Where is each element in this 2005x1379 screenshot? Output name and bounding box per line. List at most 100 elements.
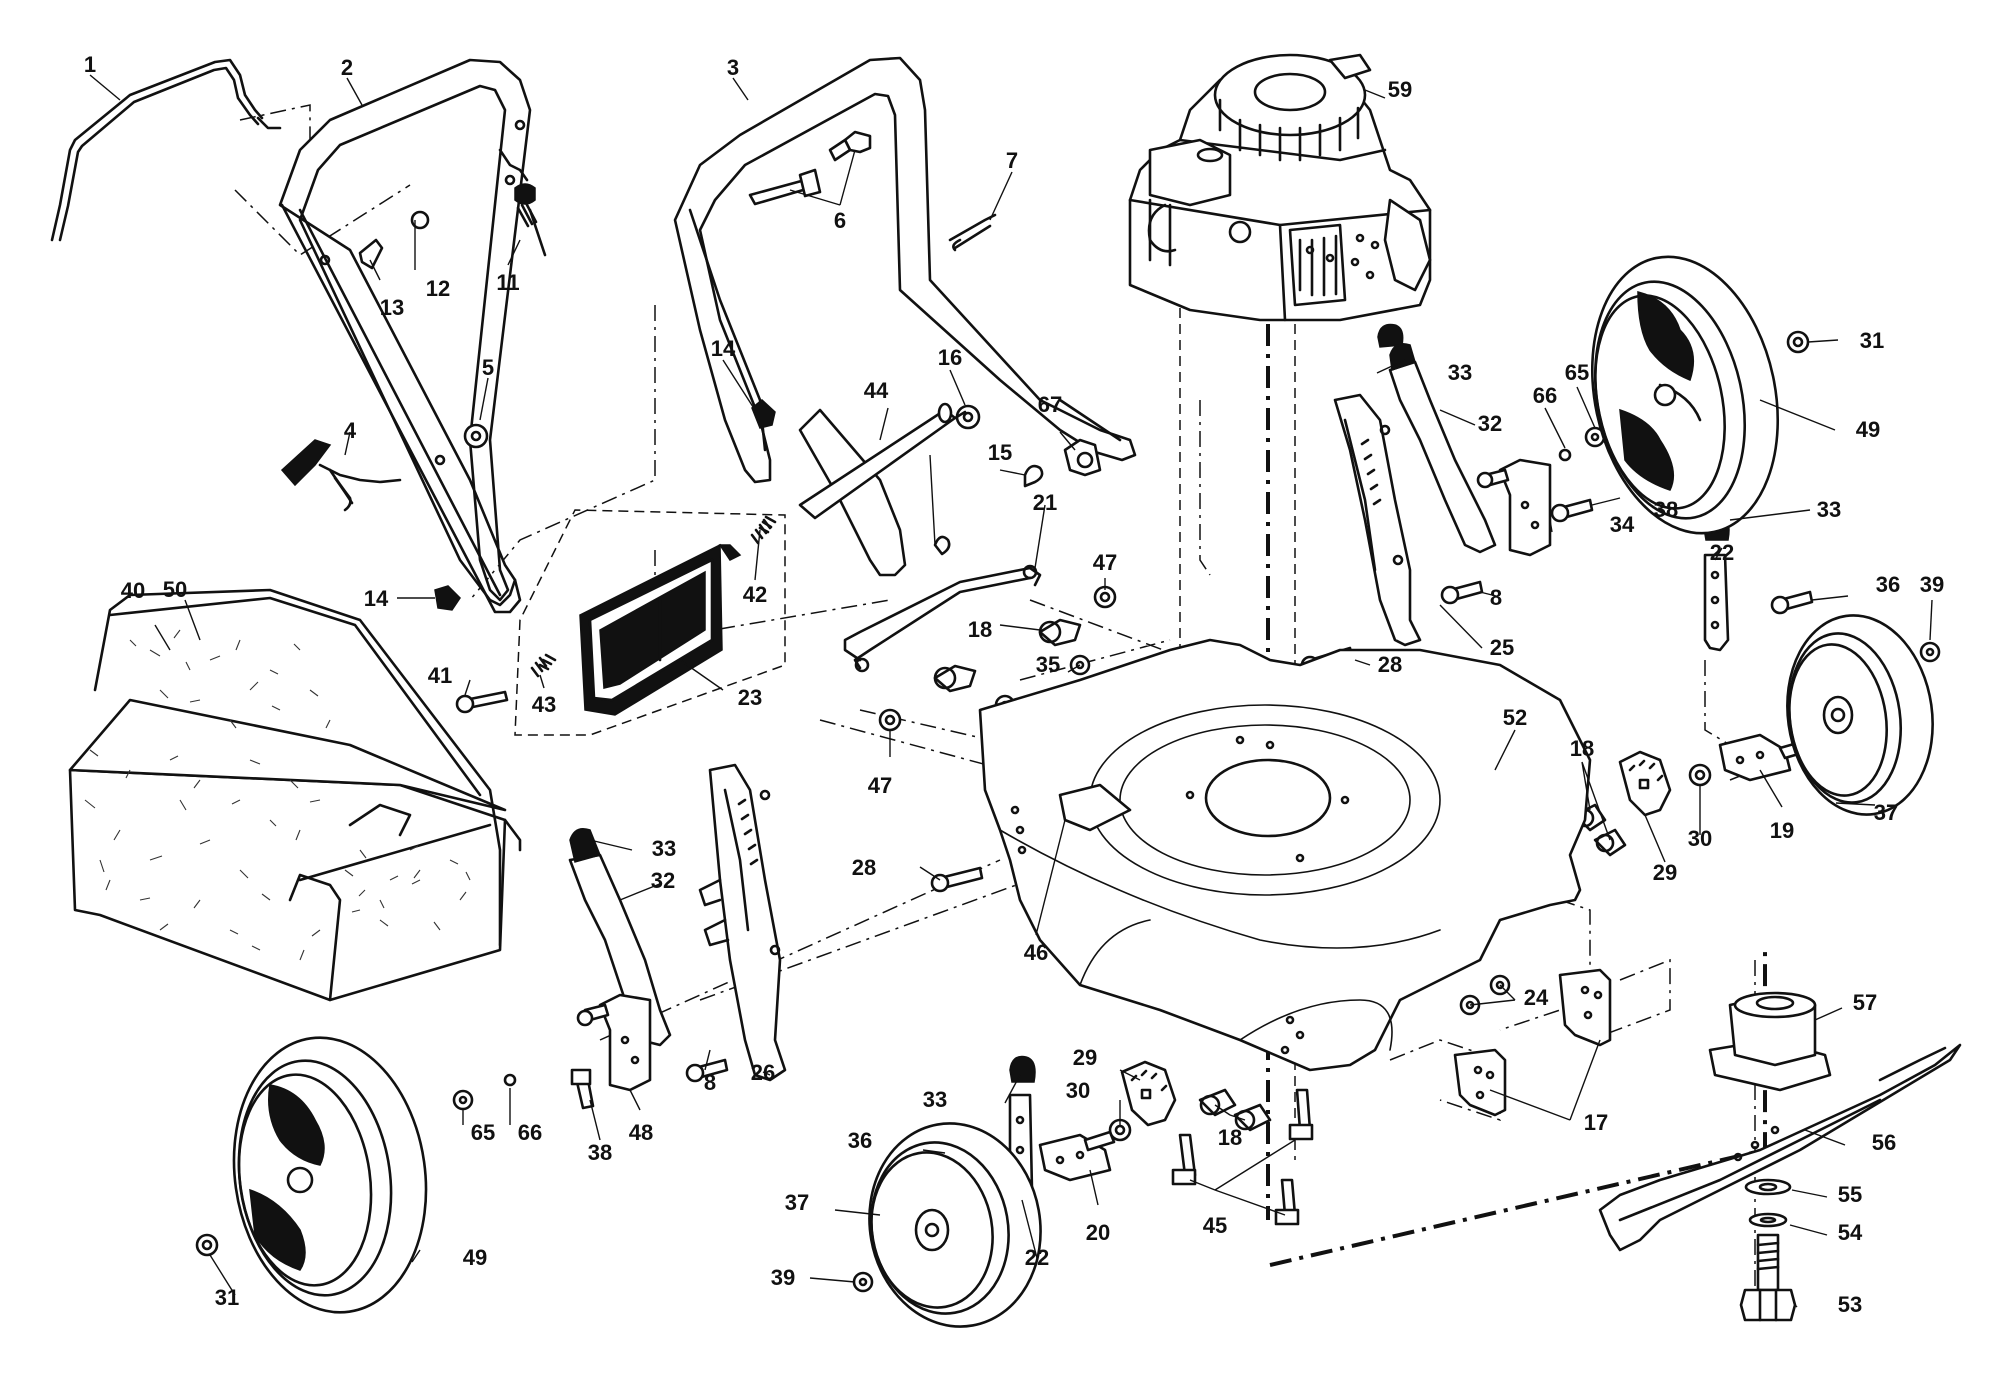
cam-plate-29-left	[1120, 1060, 1177, 1127]
rear-wheel-right	[1590, 255, 1780, 535]
hinge-rod	[798, 402, 967, 520]
callout-c36b: 36	[848, 1128, 872, 1153]
lever-32-right	[1388, 343, 1497, 554]
callout-c2: 2	[341, 55, 353, 80]
bolts-misc	[195, 330, 1941, 1293]
discharge-door	[514, 509, 786, 736]
callout-c18a: 18	[968, 617, 992, 642]
wheel-bracket-34	[1476, 458, 1552, 557]
callout-c17: 17	[1584, 1110, 1608, 1135]
callout-c33a: 33	[652, 836, 676, 861]
callout-c19: 19	[1770, 818, 1794, 843]
control-bar-lines	[234, 104, 411, 256]
axle-bracket-20	[1038, 1130, 1116, 1182]
upper-handle-left	[278, 58, 532, 614]
callout-c38a: 38	[1654, 497, 1678, 522]
hairpin-clips	[933, 438, 1102, 556]
callout-c49a: 49	[1856, 417, 1880, 442]
callout-c29a: 29	[1653, 860, 1677, 885]
callout-c41: 41	[428, 663, 452, 688]
callout-c54: 54	[1838, 1220, 1863, 1245]
callout-c30a: 30	[1688, 826, 1712, 851]
callout-c65b: 65	[471, 1120, 495, 1145]
callout-c8b: 8	[1490, 585, 1502, 610]
callout-c14a: 14	[364, 586, 389, 611]
callout-c46: 46	[1024, 940, 1048, 965]
callout-c50: 50	[163, 577, 187, 602]
callout-c23: 23	[738, 685, 762, 710]
mower-deck	[978, 638, 1592, 1072]
handle-knob-left	[280, 439, 402, 512]
callout-c22a: 22	[1710, 540, 1734, 565]
callout-c65a: 65	[1565, 360, 1589, 385]
callout-c44: 44	[864, 378, 889, 403]
callout-c47a: 47	[1093, 550, 1117, 575]
blade	[1598, 1043, 1962, 1252]
callout-c56: 56	[1872, 1130, 1896, 1155]
bolt-41	[455, 690, 509, 714]
grass-catcher	[68, 588, 522, 1002]
callout-c37a: 37	[1874, 800, 1898, 825]
callout-c31b: 31	[215, 1285, 239, 1310]
callout-c33b: 33	[1448, 360, 1472, 385]
callout-c53: 53	[1838, 1292, 1862, 1317]
callout-c21: 21	[1033, 490, 1057, 515]
callout-c34: 34	[1610, 512, 1635, 537]
nut-5	[463, 423, 489, 449]
callout-c15: 15	[988, 440, 1012, 465]
callout-c40: 40	[121, 578, 145, 603]
callout-c43: 43	[532, 692, 556, 717]
wing-nut-14a	[434, 585, 461, 611]
callout-c16: 16	[938, 345, 962, 370]
callout-c20: 20	[1086, 1220, 1110, 1245]
callout-c32b: 32	[1478, 411, 1502, 436]
callout-c3: 3	[727, 55, 739, 80]
callout-c37b: 37	[785, 1190, 809, 1215]
wheel-bracket-48	[576, 993, 652, 1092]
callout-c55: 55	[1838, 1182, 1862, 1207]
callout-c18b: 18	[1570, 736, 1594, 761]
callout-c39a: 39	[1920, 572, 1944, 597]
callout-c11: 11	[496, 270, 519, 295]
callout-c24: 24	[1524, 985, 1549, 1010]
callout-c67: 67	[1038, 392, 1062, 417]
callout-c38b: 38	[588, 1140, 612, 1165]
callout-c35: 35	[1036, 652, 1060, 677]
baffle-plates	[1453, 968, 1612, 1117]
cam-plate-29-right	[1618, 750, 1672, 817]
callout-c52: 52	[1503, 705, 1527, 730]
wing-nut-14b	[751, 399, 776, 429]
callout-c66b: 66	[518, 1120, 542, 1145]
callout-c31a: 31	[1860, 328, 1884, 353]
callout-c26: 26	[751, 1060, 775, 1085]
callout-c5: 5	[482, 355, 494, 380]
callout-c28a: 28	[852, 855, 876, 880]
callout-c28b: 28	[1378, 652, 1402, 677]
callout-c47b: 47	[868, 773, 892, 798]
handle-mount-lines	[654, 550, 1191, 681]
engine	[1128, 53, 1432, 322]
callout-c57: 57	[1853, 990, 1877, 1015]
handle-bolts	[748, 130, 872, 206]
callout-c30b: 30	[1066, 1078, 1090, 1103]
callout-c25: 25	[1490, 635, 1514, 660]
callout-c18c: 18	[1218, 1125, 1242, 1150]
callout-c32a: 32	[651, 868, 675, 893]
callout-c48: 48	[629, 1120, 653, 1145]
callout-c12: 12	[426, 276, 450, 301]
callout-c66a: 66	[1533, 383, 1557, 408]
callout-c8a: 8	[704, 1070, 716, 1095]
callout-c59: 59	[1388, 77, 1412, 102]
nut-16	[955, 404, 981, 430]
lever-cap-33	[1377, 323, 1404, 348]
leader-lines	[89, 74, 1933, 1308]
callout-c36a: 36	[1876, 572, 1900, 597]
height-adjuster-right	[1333, 393, 1422, 647]
height-adjust-line-left	[599, 859, 1031, 1041]
callout-c33c: 33	[1817, 497, 1841, 522]
front-wheel-left	[868, 1122, 1042, 1328]
callout-c22b: 22	[1025, 1245, 1049, 1270]
link-rod	[843, 564, 1042, 673]
